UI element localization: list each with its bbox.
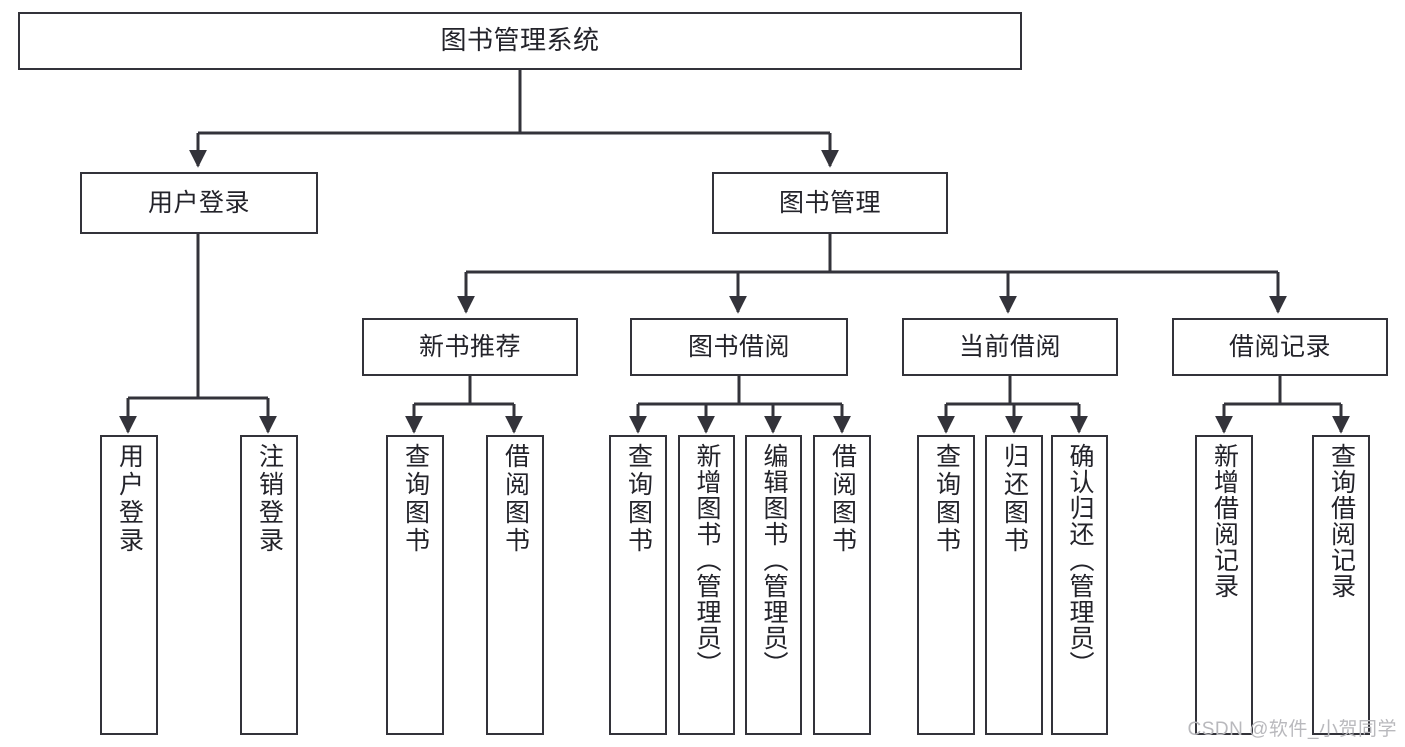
node-user-login[interactable]: 用户登录	[80, 172, 318, 234]
node-label: 新增借阅记录	[1210, 443, 1239, 599]
node-label: 查询图书	[932, 443, 961, 555]
node-label: 用户登录	[147, 188, 250, 217]
node-label: 图书管理系统	[440, 25, 600, 56]
node-borrow-record[interactable]: 借阅记录	[1172, 318, 1388, 376]
node-leaf-query-book-recommend[interactable]: 查询图书	[386, 435, 444, 735]
node-label: 查询图书	[401, 443, 430, 555]
node-leaf-edit-book-admin[interactable]: 编辑图书（管理员）	[745, 435, 802, 735]
watermark-text: CSDN @软件_小贺同学	[1187, 719, 1397, 740]
node-leaf-logout[interactable]: 注销登录	[240, 435, 298, 735]
node-label: 确认归还（管理员）	[1066, 443, 1094, 677]
node-leaf-user-login[interactable]: 用户登录	[100, 435, 158, 735]
node-current-borrow[interactable]: 当前借阅	[902, 318, 1118, 376]
node-new-book-recommend[interactable]: 新书推荐	[362, 318, 578, 376]
node-label: 借阅图书	[501, 443, 530, 555]
node-leaf-borrow-book-recommend[interactable]: 借阅图书	[486, 435, 544, 735]
node-label: 新增图书（管理员）	[693, 443, 721, 677]
node-leaf-borrow-book[interactable]: 借阅图书	[813, 435, 871, 735]
node-label: 图书借阅	[687, 332, 790, 361]
node-leaf-query-book-borrow[interactable]: 查询图书	[609, 435, 667, 735]
node-leaf-query-book-current[interactable]: 查询图书	[917, 435, 975, 735]
node-label: 归还图书	[1000, 443, 1029, 555]
node-book-borrow[interactable]: 图书借阅	[630, 318, 848, 376]
node-label: 当前借阅	[958, 332, 1061, 361]
node-book-management[interactable]: 图书管理	[712, 172, 948, 234]
node-label: 借阅记录	[1228, 332, 1331, 361]
node-label: 查询图书	[624, 443, 653, 555]
node-leaf-confirm-return-admin[interactable]: 确认归还（管理员）	[1051, 435, 1108, 735]
node-label: 查询借阅记录	[1327, 443, 1356, 599]
node-label: 用户登录	[115, 443, 144, 555]
node-leaf-add-book-admin[interactable]: 新增图书（管理员）	[678, 435, 735, 735]
node-label: 新书推荐	[418, 332, 521, 361]
node-leaf-return-book[interactable]: 归还图书	[985, 435, 1043, 735]
node-label: 图书管理	[778, 188, 881, 217]
node-leaf-add-borrow-record[interactable]: 新增借阅记录	[1195, 435, 1253, 735]
node-label: 注销登录	[255, 443, 284, 555]
node-label: 编辑图书（管理员）	[760, 443, 788, 677]
node-label: 借阅图书	[828, 443, 857, 555]
node-root-system[interactable]: 图书管理系统	[18, 12, 1022, 70]
node-leaf-query-borrow-record[interactable]: 查询借阅记录	[1312, 435, 1370, 735]
